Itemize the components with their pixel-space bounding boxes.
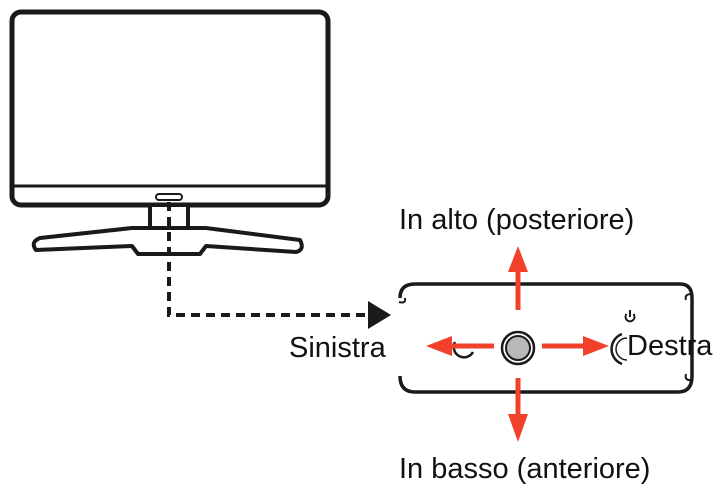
control-panel-outline: [398, 282, 694, 394]
arrow-up: [508, 246, 528, 310]
label-left: Sinistra: [289, 332, 386, 364]
monitor-frame: [9, 9, 331, 208]
arrow-right: [542, 336, 609, 356]
direction-arrows: [426, 246, 609, 442]
label-right: Destra: [627, 330, 713, 362]
arrow-down: [508, 378, 528, 442]
joystick-button[interactable]: [505, 335, 531, 361]
monitor-stand: [31, 203, 304, 256]
label-down: In basso (anteriore): [399, 453, 651, 485]
monitor: [9, 9, 331, 208]
panel-left-bump: [398, 297, 407, 304]
label-up: In alto (posteriore): [399, 204, 635, 236]
panel-right-bump-top: [684, 293, 693, 301]
control-panel: [398, 282, 694, 394]
power-button-arc-inner: [615, 337, 628, 361]
monitor-logo-tab: [155, 193, 183, 201]
panel-right-bump-bottom: [684, 373, 693, 382]
arrow-left: [426, 336, 494, 356]
power-icon: [624, 310, 636, 323]
connector-arrowhead: [368, 301, 391, 329]
dashed-connector: [167, 202, 368, 317]
power-button-arc[interactable]: [610, 332, 623, 366]
